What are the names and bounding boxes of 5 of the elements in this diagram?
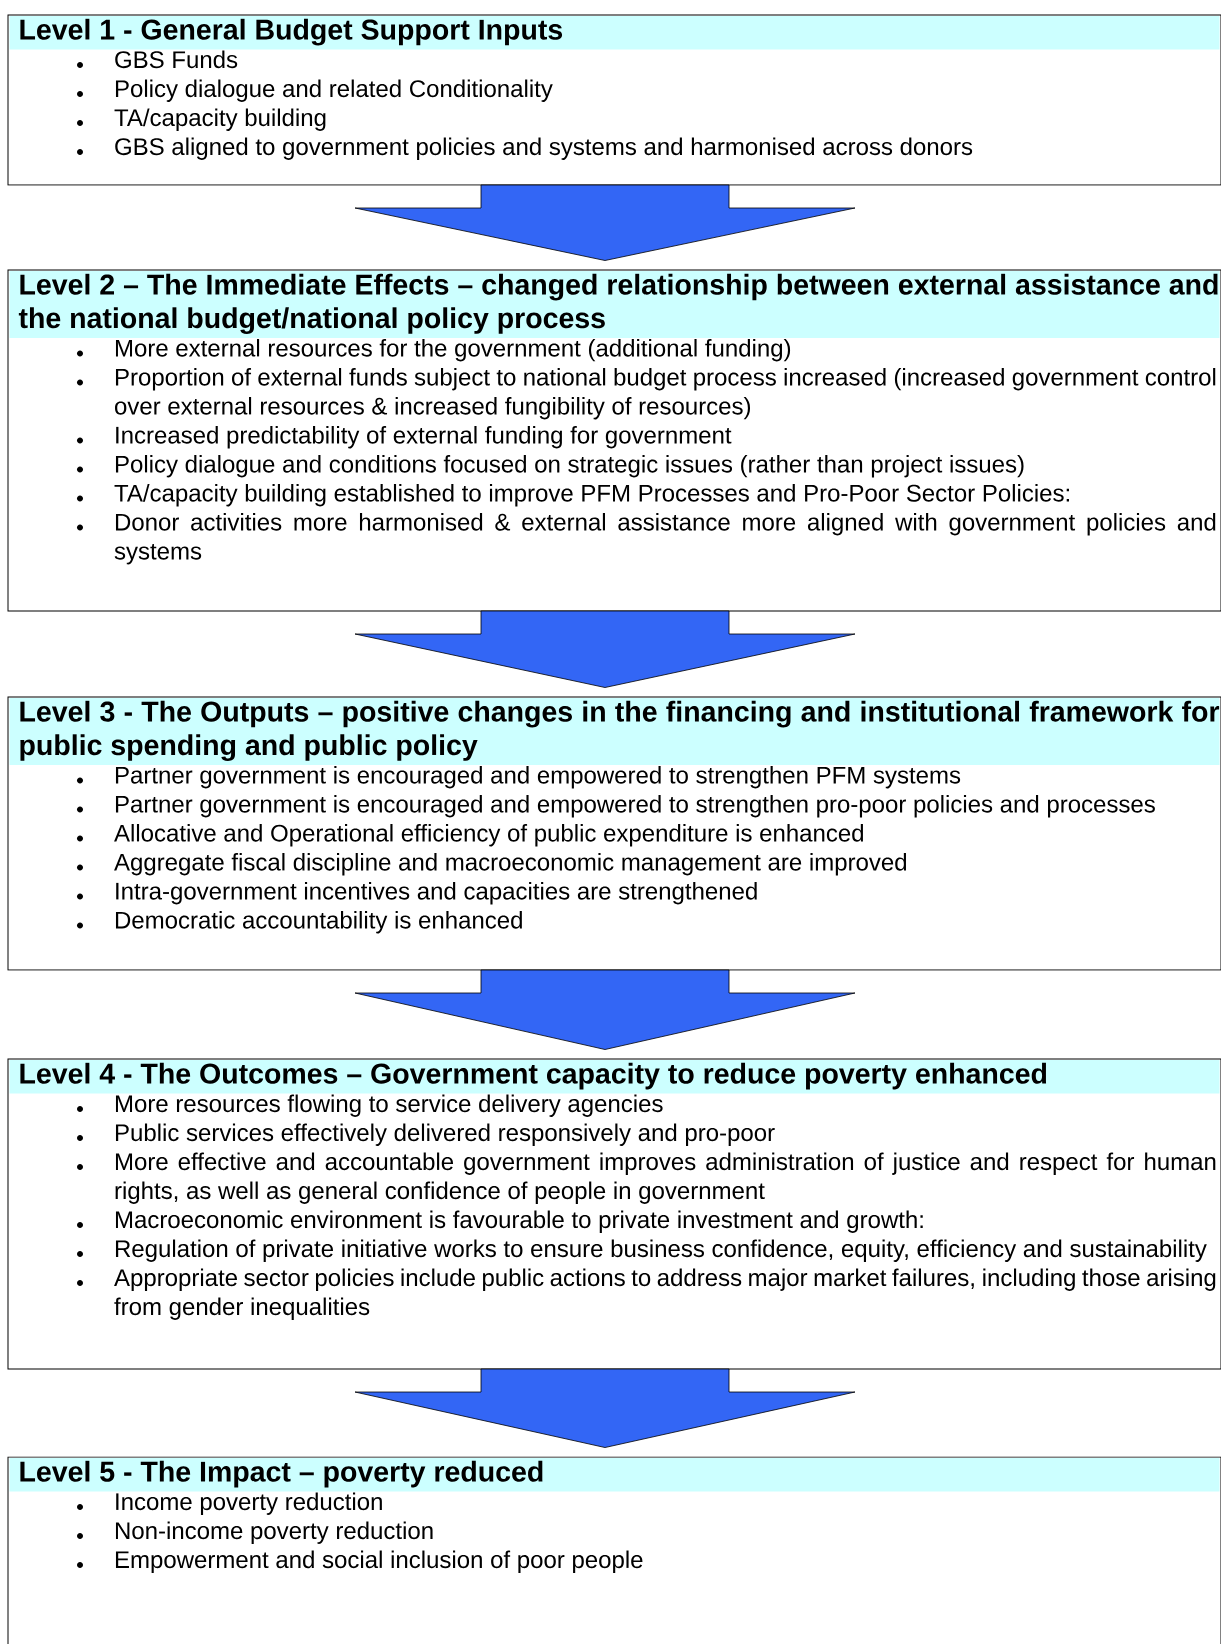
text-box: Level 1 - General Budget Support Inputs GBS Funds Policy dialogue and related Conditionality TA/capacity building GBS aligned to government policies and systems and harmonised across donors (7, 14, 1221, 186)
text-box: Level 2 – The Immediate Effects – changed relationship between external assistance and the national budget/national policy process More external resources for the government (additional funding) Proportion of external funds subject to national budget process increased (increased government control over external resources & increased fungibility of resources) Increased predictability of external funding for government Policy dialogue and conditions focused on strategic issues (rather than project issues) TA/capacity building established to improve PFM Processes and Pro-Poor Sector Policies: Donor activities more harmonised & external assistance more aligned with government policies and systems (7, 269, 1221, 612)
text-box: Level 4 - The Outcomes – Government capacity to reduce poverty enhanced More resources flowing to service delivery agencies Public services effectively delivered responsively and pro-poor More effective and accountable government improves administration of justice and respect for human rights, as well as general confidence of people in government Macroeconomic environment is favourable to private investment and growth: Regulation of private initiative works to ensure business confidence, equity, efficiency and sustainability Appropriate sector policies include public actions to address major market failures, including those arising from gender inequalities (7, 1058, 1221, 1370)
text-box: Level 3 - The Outputs – positive changes in the financing and institutional framework for public spending and public policy Partner government is encouraged and empowered to strengthen PFM systems Partner government is encouraged and empowered to strengthen pro-poor policies and processes Allocative and Operational efficiency of public expenditure is enhanced Aggregate fiscal discipline and macroeconomic management are improved Intra-government incentives and capacities are strengthened Democratic accountability is enhanced (7, 696, 1221, 971)
text-box: Level 5 - The Impact – poverty reduced Income poverty reduction Non-income poverty reduction Empowerment and social inclusion of poor people (7, 1456, 1221, 1644)
